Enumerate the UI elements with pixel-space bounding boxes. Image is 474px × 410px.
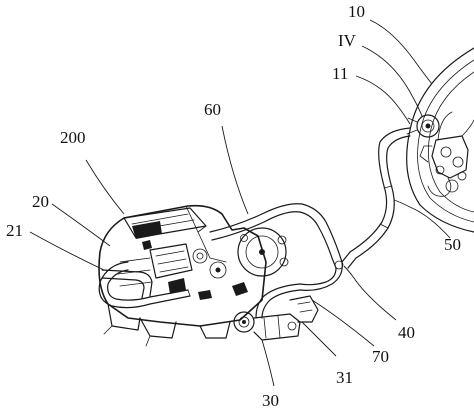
leader-21 <box>29 231 105 271</box>
reference-labels: 10 IV 11 60 200 20 21 50 40 70 31 30 <box>6 2 461 410</box>
leader-31 <box>301 321 337 357</box>
pipe-70 <box>255 283 301 319</box>
leader-20 <box>51 203 111 247</box>
leader-lines <box>29 19 451 387</box>
leader-70 <box>311 299 375 347</box>
label-40: 40 <box>398 323 415 342</box>
wheel-assembly <box>406 47 474 233</box>
leader-11 <box>355 75 411 125</box>
leader-10 <box>369 19 433 85</box>
pump-30 <box>233 311 301 341</box>
pipe-60 <box>209 203 344 291</box>
leader-60 <box>221 125 249 215</box>
label-21: 21 <box>6 221 23 240</box>
label-60: 60 <box>204 100 221 119</box>
label-10: 10 <box>348 2 365 21</box>
pipe-21 <box>101 269 153 299</box>
label-11: 11 <box>332 64 348 83</box>
pipe-20 <box>98 261 191 309</box>
leader-30 <box>261 339 275 387</box>
leader-40 <box>343 265 397 321</box>
label-70: 70 <box>372 347 389 366</box>
leader-iv <box>361 45 423 117</box>
label-30: 30 <box>262 391 279 410</box>
label-50: 50 <box>444 235 461 254</box>
pipe-50 <box>341 127 411 269</box>
leader-200 <box>85 159 125 215</box>
bracket-31 <box>289 295 319 323</box>
power-unit-200 <box>98 204 289 347</box>
label-iv: IV <box>338 31 357 50</box>
leader-50 <box>393 199 451 239</box>
label-31: 31 <box>336 368 353 387</box>
label-200: 200 <box>60 128 86 147</box>
label-20: 20 <box>32 192 49 211</box>
